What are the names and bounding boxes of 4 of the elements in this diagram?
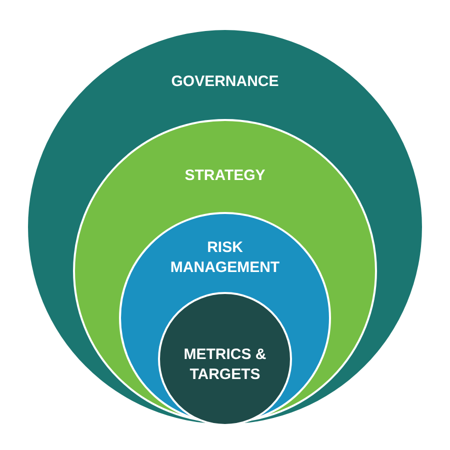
layer-title: METRICS & TARGETS — [182, 345, 268, 385]
layer-title: GOVERNANCE — [171, 72, 279, 92]
layer-title: STRATEGY — [184, 166, 266, 186]
layer-title: RISK MANAGEMENT — [169, 238, 281, 278]
